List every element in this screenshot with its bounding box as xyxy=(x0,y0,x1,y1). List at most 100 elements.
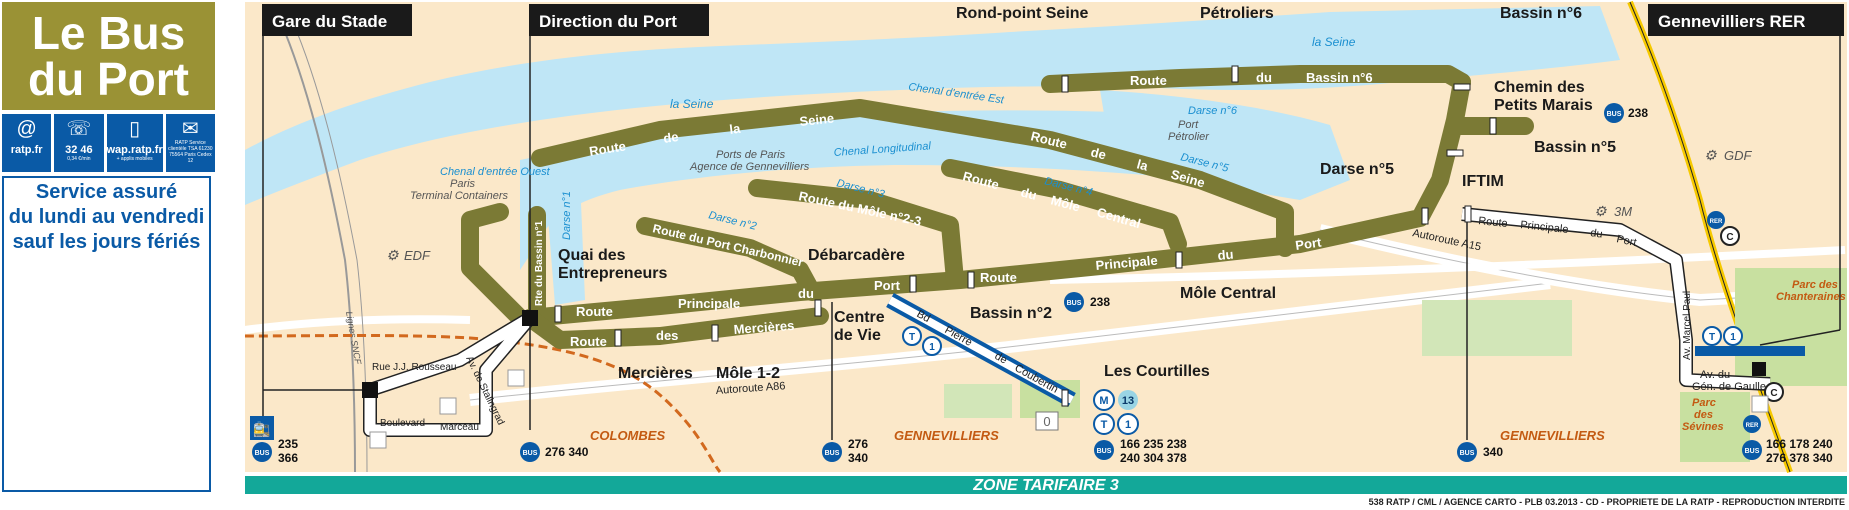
water-darse6: Darse n°6 xyxy=(1188,105,1238,117)
bus-courtilles-1: 166 235 238 xyxy=(1120,437,1187,451)
header-gare-stade-text: Gare du Stade xyxy=(272,12,387,31)
contact-phone[interactable]: ☏ 32 46 0,34 €/min xyxy=(54,114,104,172)
stop-marker-quai[interactable] xyxy=(554,305,562,323)
stop-marker-mole-central[interactable] xyxy=(1175,251,1183,269)
stop-bassin6[interactable]: Bassin n°6 xyxy=(1500,5,1582,22)
zone-text: ZONE TARIFAIRE 3 xyxy=(972,477,1119,494)
stop-marker-bassin6[interactable] xyxy=(1453,83,1471,91)
stop-quai-l2[interactable]: Entrepreneurs xyxy=(558,265,667,282)
stop-petroliers[interactable]: Pétroliers xyxy=(1200,5,1274,22)
contact-mail-sub: RATP Service clientèle TSA 61230 75564 P… xyxy=(168,140,213,164)
header-gare-stade xyxy=(262,4,412,36)
mobile-icon: ▯ xyxy=(129,118,141,140)
badge-rer-c-north: RER C xyxy=(1707,211,1740,246)
place-parc-chant-2: Chanteraines xyxy=(1776,291,1846,303)
title-line-2: du Port xyxy=(28,53,189,105)
road-seine-3: la xyxy=(729,121,742,137)
stop-marker-centre[interactable] xyxy=(814,299,822,317)
stop-marker-courtilles[interactable] xyxy=(1061,389,1069,407)
at-icon: @ xyxy=(16,118,37,140)
svg-text:T: T xyxy=(909,332,915,343)
contact-phone-label: 32 46 xyxy=(65,144,93,156)
road-mercieres-3: Mercières xyxy=(733,318,795,337)
road-rousseau: Rue J.J. Rousseau xyxy=(372,362,457,373)
stop-courtilles[interactable]: Les Courtilles xyxy=(1104,363,1210,380)
road-bassin6-2: du xyxy=(1256,70,1272,85)
chenal-ouest-road xyxy=(461,203,529,327)
bus-courtilles-2: 240 304 378 xyxy=(1120,451,1187,465)
stop-marker-bassin5[interactable] xyxy=(1446,149,1464,157)
line-title-box: Le Bus du Port xyxy=(2,2,215,110)
basin-darse1 xyxy=(545,178,585,305)
stop-quai-l1[interactable]: Quai des xyxy=(558,247,626,264)
stop-centre-l1[interactable]: Centre xyxy=(834,309,885,326)
stop-mole-central[interactable]: Môle Central xyxy=(1180,285,1276,302)
badge-bus-rer: BUS xyxy=(1742,440,1762,460)
bus-rer-1: 166 178 240 xyxy=(1766,437,1833,451)
service-info-box: Service assuré du lundi au vendredi sauf… xyxy=(2,176,211,492)
contact-wap[interactable]: ▯ wap.ratp.fr + applis mobiles xyxy=(106,114,163,172)
stop-debarcadere[interactable]: Débarcadère xyxy=(808,247,905,264)
stop-marker-iftim[interactable] xyxy=(1464,205,1472,223)
road-to-east xyxy=(1049,246,1846,284)
stop-iftim[interactable]: IFTIM xyxy=(1462,173,1504,190)
place-paris-tc-1: Paris xyxy=(450,178,476,190)
svg-text:BUS: BUS xyxy=(523,450,538,457)
stop-mercieres[interactable]: Mercières xyxy=(618,365,693,382)
contact-mail[interactable]: ✉ RATP Service clientèle TSA 61230 75564… xyxy=(165,114,215,172)
terminus-gare-stade[interactable] xyxy=(362,382,378,398)
svg-text:BUS: BUS xyxy=(1067,300,1082,307)
road-seine-2: de xyxy=(662,129,679,146)
contact-wap-label: wap.ratp.fr xyxy=(106,144,163,156)
contact-web-label: ratp.fr xyxy=(10,144,43,156)
stop-mole12[interactable]: Môle 1-2 xyxy=(716,365,780,382)
stop-marker-mole12[interactable] xyxy=(711,324,719,342)
badge-bus-stade: BUS xyxy=(252,442,272,462)
stop-rond-point-seine[interactable]: Rond-point Seine xyxy=(956,5,1089,22)
terminus-rer[interactable] xyxy=(1752,362,1766,376)
header-gennevilliers-rer xyxy=(1648,4,1844,36)
tree-field-west xyxy=(944,384,1012,418)
stop-bassin2[interactable]: Bassin n°2 xyxy=(970,305,1052,322)
stop-marker-chemin[interactable] xyxy=(1489,117,1497,135)
stop-marker-rond-point[interactable] xyxy=(1061,75,1069,93)
road-principale-w-2: Principale xyxy=(678,296,740,311)
parking-icon-1 xyxy=(507,369,525,387)
stop-marker-darse5[interactable] xyxy=(1421,207,1429,225)
svg-text:BUS: BUS xyxy=(255,450,270,457)
contact-web[interactable]: @ ratp.fr xyxy=(2,114,52,172)
place-edf: EDF xyxy=(404,248,431,263)
phone-icon: ☏ xyxy=(66,118,92,140)
stop-marker-mercieres[interactable] xyxy=(614,329,622,347)
badge-tram-courtilles: T 1 xyxy=(1093,413,1139,435)
svg-text:RER: RER xyxy=(1746,423,1759,429)
stop-marker-petroliers[interactable] xyxy=(1231,65,1239,83)
sncf-rail-line xyxy=(279,19,356,473)
service-line-3: sauf les jours fériés xyxy=(12,231,201,253)
badge-tram-rer: T 1 xyxy=(1702,326,1743,346)
place-ports-1: Ports de Paris xyxy=(716,149,786,161)
terminus-direction-port[interactable] xyxy=(522,310,538,326)
stop-chemin-l2[interactable]: Petits Marais xyxy=(1494,97,1593,114)
header-direction-port xyxy=(529,4,709,36)
stop-bassin5[interactable]: Bassin n°5 xyxy=(1534,139,1616,156)
place-parc-chant-1: Parc des xyxy=(1792,279,1838,291)
road-av-du: Av. du xyxy=(1700,369,1730,381)
stop-marker-debarcadere[interactable] xyxy=(909,275,917,293)
road-coubertin-1: Bd xyxy=(915,308,933,325)
stop-marker-bassin2[interactable] xyxy=(967,271,975,289)
place-parc-sev-1: Parc xyxy=(1692,397,1716,409)
train-icon: 🚉 xyxy=(253,421,270,438)
road-bassin1: Rte du Bassin n°1 xyxy=(534,220,545,306)
stop-chemin-l1[interactable]: Chemin des xyxy=(1494,79,1585,96)
stop-darse5[interactable]: Darse n°5 xyxy=(1320,161,1394,178)
land-strip-1 xyxy=(640,200,870,236)
place-paris-tc-2: Terminal Containers xyxy=(410,190,509,202)
road-west xyxy=(244,315,471,334)
stop-centre-l2[interactable]: de Vie xyxy=(834,327,881,344)
road-bassin6-3: Bassin n°6 xyxy=(1306,70,1373,85)
place-3m: 3M xyxy=(1614,204,1632,219)
contact-wap-sub: + applis mobiles xyxy=(116,156,153,162)
svg-text:BUS: BUS xyxy=(1097,448,1112,455)
badge-bus-bassin2: BUS xyxy=(1064,292,1084,312)
